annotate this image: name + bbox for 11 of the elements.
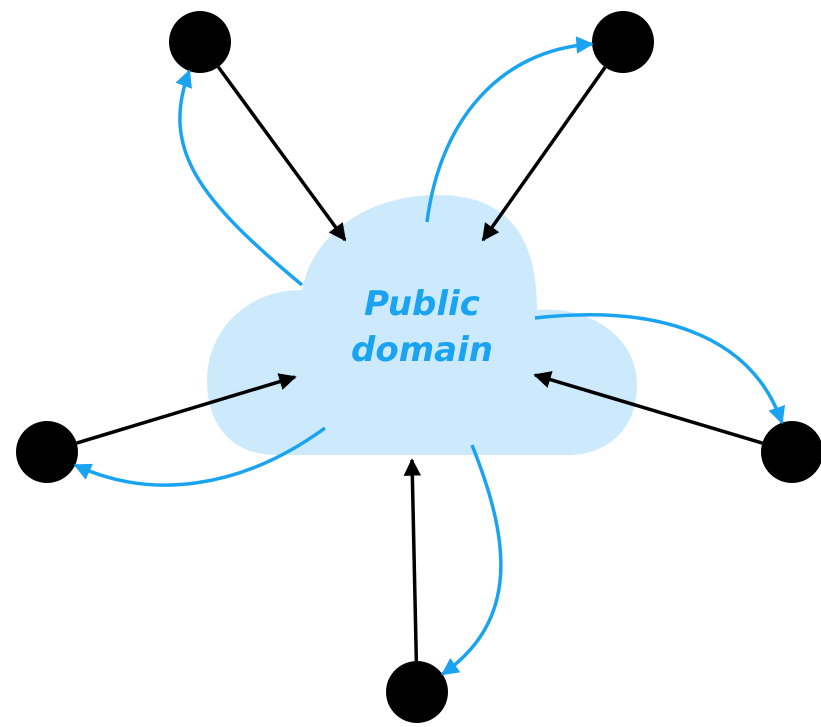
arrow bbox=[73, 426, 326, 487]
cloud-label: Public domain bbox=[350, 282, 494, 372]
arrow bbox=[533, 371, 763, 445]
arrow bbox=[216, 66, 346, 242]
arrow bbox=[176, 69, 304, 286]
arrow bbox=[441, 444, 502, 676]
arrow bbox=[425, 37, 594, 222]
arrow bbox=[482, 66, 607, 242]
arrow bbox=[404, 458, 422, 662]
arrow bbox=[76, 373, 297, 445]
arrow bbox=[534, 313, 784, 424]
